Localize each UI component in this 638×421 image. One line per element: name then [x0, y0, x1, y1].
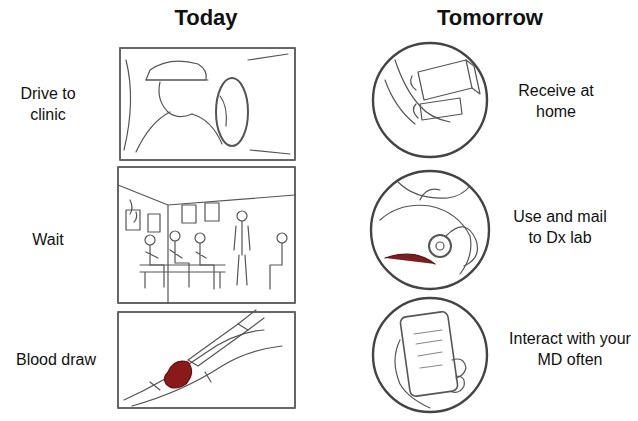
blood-draw-sketch	[124, 310, 282, 406]
tomorrow-circle	[373, 43, 487, 157]
today-panel	[120, 48, 295, 160]
today-panel	[118, 312, 295, 408]
phone-sketch	[395, 311, 466, 408]
step-label: Blood draw	[4, 350, 108, 371]
step-label: Wait	[8, 230, 88, 251]
step-label: Interact with your MD often	[509, 329, 631, 371]
step-label: Drive to clinic	[8, 84, 88, 126]
package-sketch	[385, 60, 480, 124]
tomorrow-circle	[371, 171, 489, 289]
driving-sketch	[124, 54, 290, 154]
waiting-room-sketch	[118, 185, 295, 303]
column-heading: Today	[116, 4, 296, 33]
tomorrow-circle	[373, 298, 487, 412]
today-panel	[118, 167, 295, 303]
column-heading: Tomorrow	[400, 4, 580, 33]
step-label: Use and mail to Dx lab	[507, 207, 613, 249]
self-sample-sketch	[380, 182, 478, 274]
step-label: Receive at home	[506, 81, 606, 123]
